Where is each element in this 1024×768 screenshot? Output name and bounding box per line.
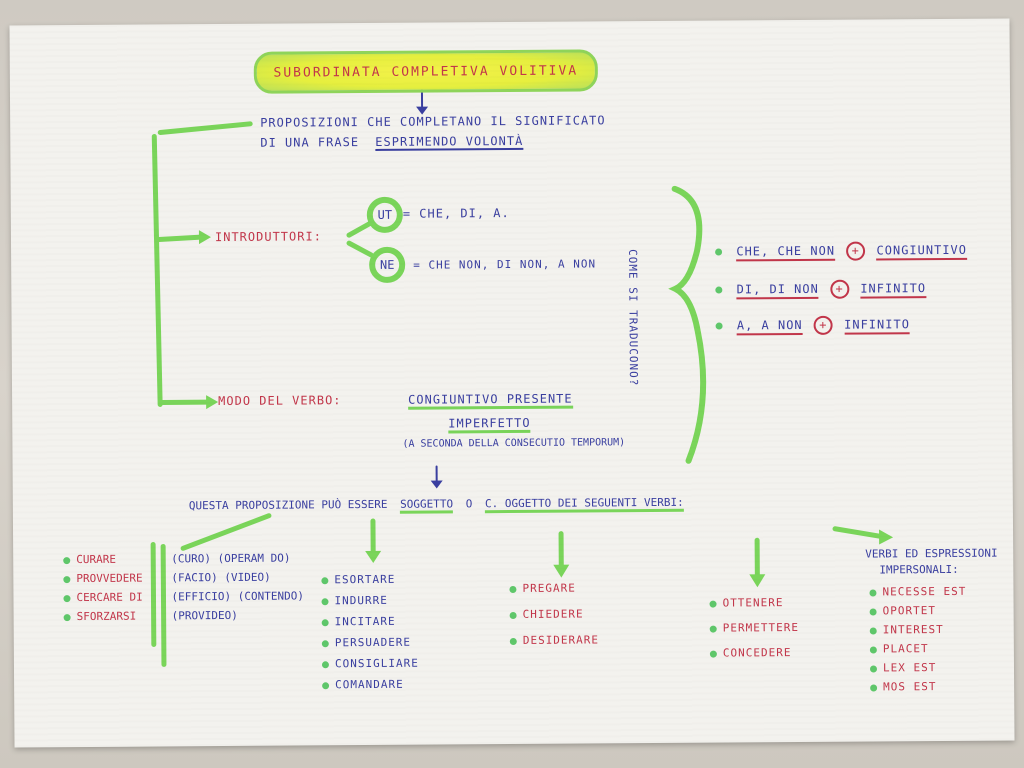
sentence: QUESTA PROPOSIZIONE PUÒ ESSERE SOGGETTO … [188, 495, 684, 514]
ne-circle: NE [369, 246, 406, 283]
list-item: LEX EST [870, 661, 967, 675]
col1-verbs: CURARE PROVVEDERE CERCARE DI SFORZARSI [63, 553, 143, 630]
list-item: CONCEDERE [710, 646, 799, 660]
sentence-soggetto: SOGGETTO [400, 497, 454, 514]
list-item: INDURRE [321, 594, 418, 608]
introduttori-label: INTRODUTTORI: [214, 229, 322, 245]
sentence-o: O [465, 497, 473, 511]
list-item: (FACIO) (VIDEO) [171, 570, 271, 585]
list-item: PLACET [870, 642, 967, 656]
ut-circle: UT [366, 196, 403, 234]
col5-title-2: IMPERSONALI: [879, 562, 959, 577]
list-item: PERSUADERE [322, 636, 419, 650]
list-item: PREGARE [509, 581, 598, 595]
list-item: DESIDERARE [510, 633, 599, 647]
list-item: CURARE [63, 553, 142, 567]
plus-icon: + [830, 279, 850, 299]
list-item: (PROVIDEO) [171, 608, 238, 623]
translation-item: A, A NON + INFINITO [716, 315, 910, 336]
translation-item: DI, DI NON + INFINITO [715, 279, 927, 300]
paper-sheet: SUBORDINATA COMPLETIVA VOLITIVA PROPOSIZ… [9, 18, 1015, 748]
list-item: OPORTET [870, 604, 967, 618]
list-item: PERMETTERE [710, 621, 799, 635]
definition-line-2: DI UNA FRASE ESPRIMENDO VOLONTÀ [260, 133, 524, 151]
col3-verbs: PREGARE CHIEDERE DESIDERARE [509, 581, 599, 660]
si-traducono-label: COME SI TRADUCONO? [626, 249, 641, 387]
plus-icon: + [846, 241, 866, 261]
sentence-oggetto: C. OGGETTO DEI SEGUENTI VERBI: [484, 495, 684, 514]
ut-text: = CHE, DI, A. [402, 206, 510, 221]
definition-line-1: PROPOSIZIONI CHE COMPLETANO IL SIGNIFICA… [260, 113, 606, 130]
list-item: SFORZARSI [64, 610, 143, 624]
col5-title-1: VERBI ED ESPRESSIONI [865, 546, 998, 561]
col2-verbs: ESORTARE INDURRE INCITARE PERSUADERE CON… [321, 573, 419, 700]
list-item: OTTENERE [709, 596, 798, 610]
sentence-prefix: QUESTA PROPOSIZIONE PUÒ ESSERE [188, 497, 388, 513]
modo-imperfetto: IMPERFETTO [448, 415, 531, 434]
col5-items: NECESSE EST OPORTET INTEREST PLACET LEX … [869, 585, 967, 700]
col4-verbs: OTTENERE PERMETTERE CONCEDERE [709, 596, 799, 672]
list-item: NECESSE EST [869, 585, 966, 599]
list-item: COMANDARE [322, 678, 419, 692]
list-item: CONSIGLIARE [322, 657, 419, 671]
modo-label: MODO DEL VERBO: [218, 393, 342, 409]
list-item: CERCARE DI [63, 591, 142, 605]
ne-text: = CHE NON, DI NON, A NON [413, 257, 597, 272]
list-item: ESORTARE [321, 573, 418, 587]
list-item: INTEREST [870, 623, 967, 637]
definition-prefix: DI UNA FRASE [260, 135, 360, 150]
list-item: PROVVEDERE [63, 572, 142, 586]
col1-latin: (CURO) (OPERAM DO) (FACIO) (VIDEO) (EFFI… [171, 551, 304, 628]
list-item: (EFFICIO) (CONTENDO) [171, 589, 304, 604]
plus-icon: + [813, 315, 833, 335]
list-item: INCITARE [322, 615, 419, 629]
connector-lines [150, 89, 894, 667]
modo-congiuntivo: CONGIUNTIVO PRESENTE [408, 391, 573, 410]
list-item: (CURO) (OPERAM DO) [171, 551, 291, 566]
definition-emphasis: ESPRIMENDO VOLONTÀ [375, 133, 524, 151]
translation-item: CHE, CHE NON + CONGIUNTIVO [715, 241, 968, 262]
list-item: CHIEDERE [510, 607, 599, 621]
list-item: MOS EST [870, 680, 967, 694]
modo-note: (A SECONDA DELLA CONSECUTIO TEMPORUM) [402, 437, 626, 450]
page-title: SUBORDINATA COMPLETIVA VOLITIVA [253, 49, 598, 94]
